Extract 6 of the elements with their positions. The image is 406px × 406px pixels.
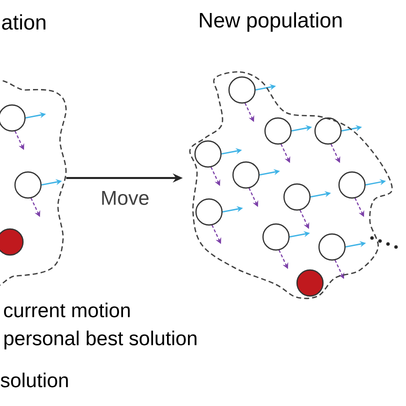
legend-text: personal best solution [4,330,196,350]
population-heading: ation [2,14,46,30]
edge-label: Move [102,191,149,205]
legend-text: current motion [4,302,130,318]
legend-text: solution [0,372,68,388]
population-heading: New population [200,12,342,32]
